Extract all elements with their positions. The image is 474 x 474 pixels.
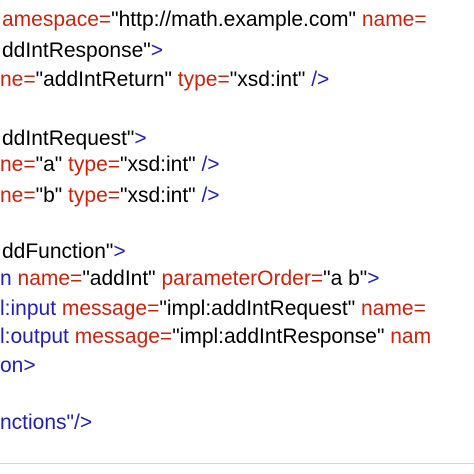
code-token-tag: > [367,267,380,290]
code-line: amespace="http://math.example.com" name= [2,5,427,34]
code-token-attribute: message= [68,325,173,348]
code-token-value: ddFunction" [2,240,114,263]
code-token-value: "a b" [323,267,368,290]
code-line: ddIntResponse"> [2,36,163,65]
code-token-attribute: type= [62,184,121,207]
code-token-tag: nctions"/> [0,411,93,434]
code-line: on> [0,351,36,380]
code-token-value: "addInt" [82,267,156,290]
code-line: ne="addIntReturn" type="xsd:int" /> [0,65,329,94]
code-token-tag: /> [195,184,220,207]
code-token-value: "xsd:int" [229,68,306,91]
code-token-value: ddIntRequest" [2,127,135,150]
code-token-value: "xsd:int" [120,153,196,176]
code-token-value: "addIntReturn" [35,68,172,91]
code-line: ddIntRequest"> [2,124,147,153]
code-token-tag: /> [195,153,220,176]
code-token-tag: on> [0,354,36,377]
bottom-divider [0,463,474,464]
code-token-attribute: ne= [0,68,36,91]
code-token-attribute: parameterOrder= [155,267,324,290]
code-line: n name="addInt" parameterOrder="a b"> [0,264,380,293]
code-token-value: "impl:addIntResponse" [172,325,385,348]
code-token-attribute: message= [56,297,160,320]
code-token-tag: n [0,267,12,290]
code-token-tag: > [113,240,126,263]
code-line: l:input message="impl:addIntRequest" nam… [0,294,426,323]
code-token-attribute: name= [356,8,427,31]
code-token-attribute: type= [171,68,230,91]
code-token-attribute: nam [384,325,432,348]
code-token-attribute: name= [355,297,426,320]
code-token-tag: > [150,39,163,62]
code-line: ne="b" type="xsd:int" /> [0,181,220,210]
code-token-attribute: ne= [0,184,36,207]
code-line: ne="a" type="xsd:int" /> [0,150,220,179]
code-line: ddFunction"> [2,237,126,266]
code-token-attribute: name= [11,267,83,290]
code-token-value: "xsd:int" [120,184,196,207]
code-token-value: "impl:addIntRequest" [159,297,356,320]
code-token-attribute: amespace= [2,8,112,31]
code-token-attribute: ne= [0,153,36,176]
code-token-value: "b" [35,184,63,207]
code-token-value: "a" [35,153,63,176]
code-token-tag: /> [305,68,330,91]
code-token-value: ddIntResponse" [2,39,151,62]
code-token-tag: > [134,127,147,150]
code-line: l:output message="impl:addIntResponse" n… [0,322,431,351]
code-token-tag: l:output [0,325,69,348]
code-token-attribute: type= [62,153,121,176]
code-line: nctions"/> [0,408,92,437]
code-token-value: "http://math.example.com" [111,8,356,31]
code-token-tag: l:input [0,297,57,320]
